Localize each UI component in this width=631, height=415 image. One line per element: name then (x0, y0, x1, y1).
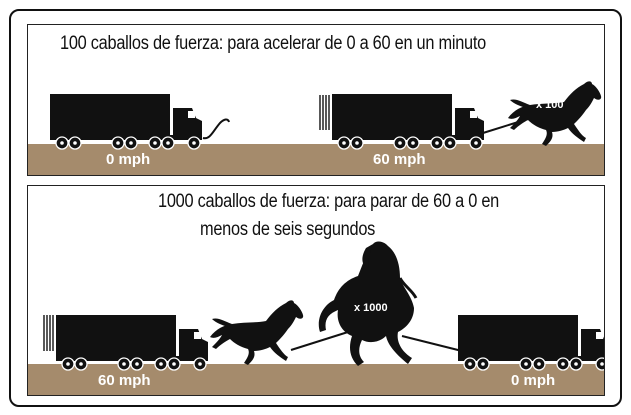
truck-braking (55, 314, 209, 371)
top-horse-multiplier: x 100 (536, 99, 564, 111)
truck-moving (331, 93, 485, 150)
speed-lines (43, 315, 54, 351)
acceleration-panel: 100 caballos de fuerza: para acelerar de… (27, 24, 605, 176)
braking-illustration (43, 241, 604, 371)
top-caption: 100 caballos de fuerza: para acelerar de… (60, 33, 487, 54)
speed-lines (319, 95, 330, 130)
top-left-speed: 0 mph (106, 151, 151, 168)
braking-panel: 1000 caballos de fuerza: para parar de 6… (27, 185, 605, 396)
horse-silhouette (508, 81, 602, 146)
bottom-caption-line1: 1000 caballos de fuerza: para parar de 6… (158, 191, 500, 212)
ground-strip (28, 144, 604, 175)
tow-rope-right (401, 335, 463, 352)
bottom-right-speed: 0 mph (511, 372, 556, 389)
truck-stationary (49, 93, 203, 150)
horse-rearing-silhouette (318, 241, 418, 366)
tow-cable-slack (202, 118, 230, 140)
bottom-caption-line2: menos de seis segundos (200, 219, 376, 240)
tow-rope-left (290, 331, 349, 351)
bottom-left-speed: 60 mph (98, 372, 151, 389)
bottom-horse-multiplier: x 1000 (354, 302, 388, 314)
truck-stopped (457, 314, 604, 371)
top-right-speed: 60 mph (373, 151, 426, 168)
acceleration-illustration (49, 81, 602, 150)
horse-running-silhouette (210, 300, 304, 365)
